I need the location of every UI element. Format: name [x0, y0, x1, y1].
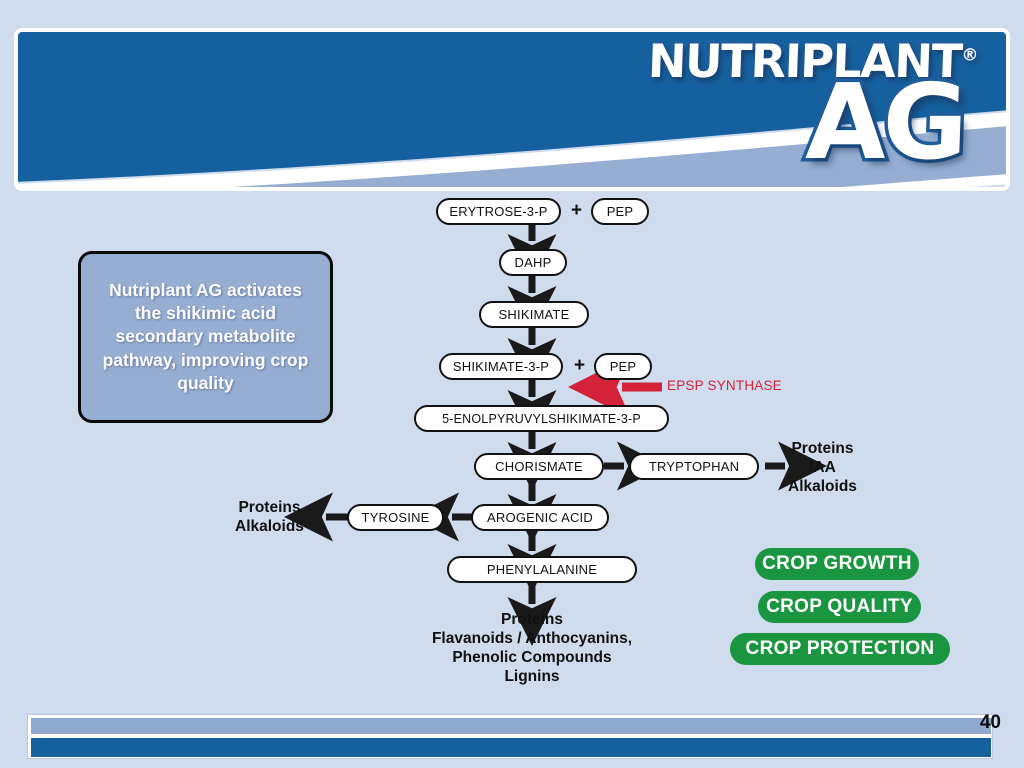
node-pep-1: PEP	[591, 198, 649, 225]
node-shikimate-3-p: SHIKIMATE-3-P	[439, 353, 563, 380]
callout-text: Nutriplant AG activates the shikimic aci…	[102, 280, 309, 393]
slide-number: 40	[979, 712, 1001, 733]
epsp-synthase-label: EPSP SYNTHASE	[667, 378, 782, 393]
slide-header: NUTRIPLANT® AG	[14, 22, 1010, 197]
phenylalanine-products-label: Proteins Flavanoids / Anthocyanins, Phen…	[431, 611, 633, 685]
header-banner-graphic	[14, 28, 1010, 191]
node-tyrosine: TYROSINE	[347, 504, 444, 531]
plus-symbol-1: +	[571, 200, 583, 221]
footer-light-bar	[31, 718, 991, 734]
node-dahp: DAHP	[499, 249, 567, 276]
badge-crop-quality: CROP QUALITY	[758, 591, 921, 623]
badge-crop-protection: CROP PROTECTION	[730, 633, 950, 665]
node-tryptophan: TRYPTOPHAN	[629, 453, 759, 480]
badge-crop-growth: CROP GROWTH	[755, 548, 919, 580]
node-shikimate: SHIKIMATE	[479, 301, 589, 328]
slide-footer	[27, 714, 993, 759]
node-phenylalanine: PHENYLALANINE	[447, 556, 637, 583]
callout-box: Nutriplant AG activates the shikimic aci…	[78, 251, 333, 423]
plus-symbol-2: +	[574, 355, 586, 376]
node-erythrose-3-p: ERYTROSE-3-P	[436, 198, 561, 225]
slide-canvas: NUTRIPLANT® AG Nutriplant AG activates t…	[10, 10, 1014, 759]
node-chorismate: CHORISMATE	[474, 453, 604, 480]
tryptophan-products-label: Proteins IAA Alkaloids	[788, 440, 857, 495]
footer-dark-bar	[31, 738, 991, 757]
node-pep-2: PEP	[594, 353, 652, 380]
node-arogenic-acid: AROGENIC ACID	[471, 504, 609, 531]
node-5-enolpyruvylshikimate-3-p: 5-ENOLPYRUVYLSHIKIMATE-3-P	[414, 405, 669, 432]
tyrosine-products-label: Proteins Alkaloids	[235, 499, 304, 535]
